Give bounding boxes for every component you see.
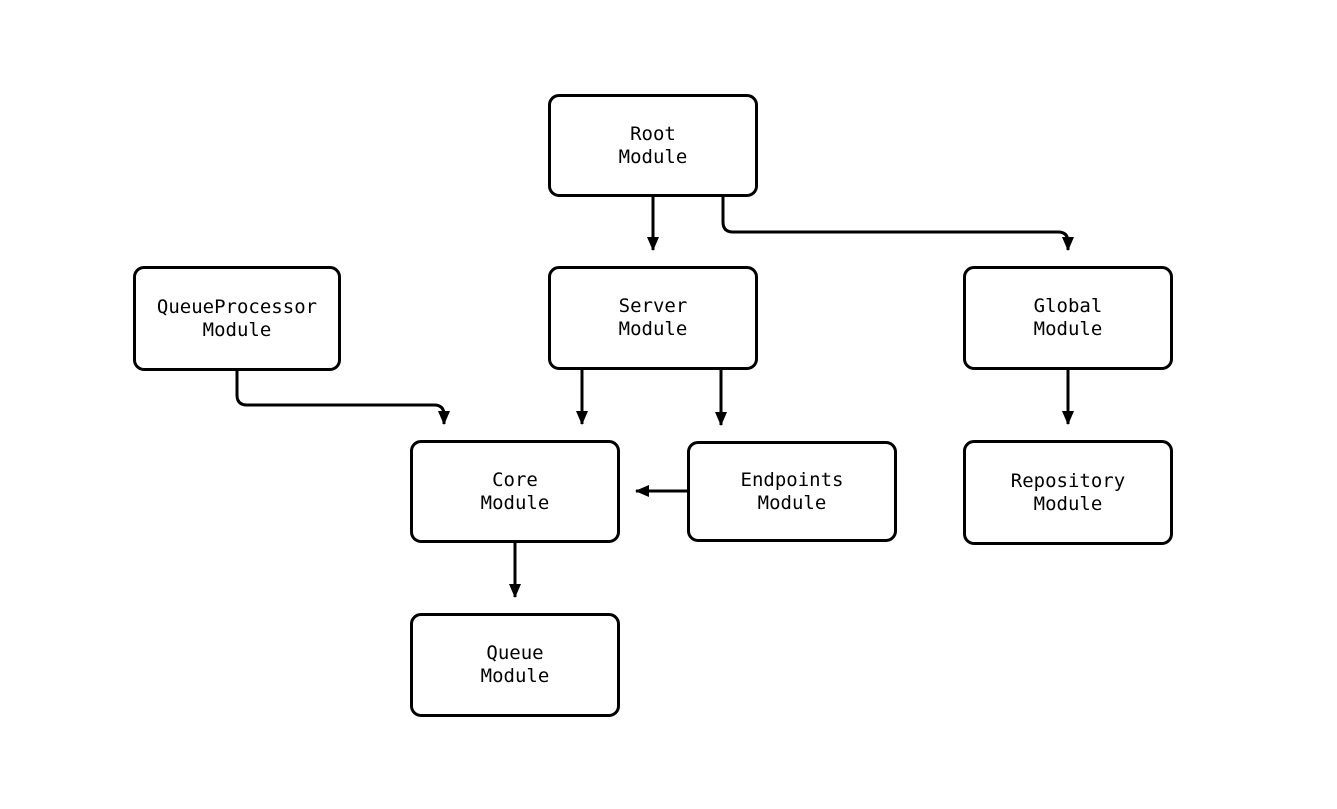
node-queueprocessor-module[interactable]: QueueProcessor Module — [133, 266, 341, 371]
node-core-module-label: Core Module — [480, 468, 550, 514]
node-core-module[interactable]: Core Module — [410, 440, 620, 543]
node-repository-module[interactable]: Repository Module — [963, 440, 1173, 545]
node-server-module[interactable]: Server Module — [548, 266, 758, 370]
node-queue-module[interactable]: Queue Module — [410, 613, 620, 717]
node-root-module-label: Root Module — [618, 122, 688, 168]
node-global-module-label: Global Module — [1033, 295, 1103, 340]
node-root-module[interactable]: Root Module — [548, 94, 758, 197]
node-queueprocessor-module-label: QueueProcessor Module — [156, 295, 318, 341]
node-endpoints-module-label: Endpoints Module — [740, 468, 844, 514]
node-global-module[interactable]: Global Module — [963, 266, 1173, 370]
node-queue-module-label: Queue Module — [480, 642, 550, 687]
edge-root-to-global — [721, 197, 1074, 251]
node-server-module-label: Server Module — [618, 295, 688, 340]
node-endpoints-module[interactable]: Endpoints Module — [687, 441, 897, 542]
edge-queueprocessor-to-core — [235, 371, 450, 425]
node-repository-module-label: Repository Module — [1010, 469, 1126, 515]
